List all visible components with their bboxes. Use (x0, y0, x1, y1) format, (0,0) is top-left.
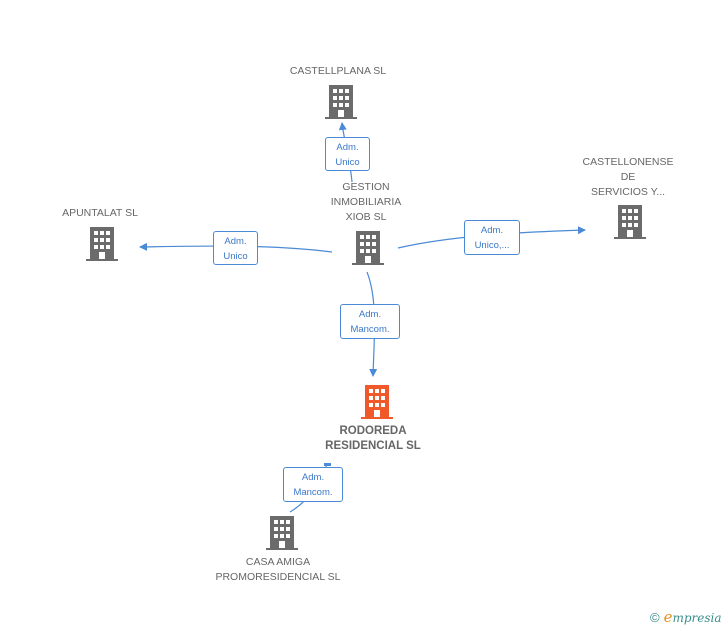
edge-label-castellplana[interactable]: Adm. Unico (325, 137, 370, 171)
building-icon[interactable] (325, 85, 357, 119)
building-icon[interactable] (614, 205, 646, 239)
edge-casa-to-rodoreda-head (324, 463, 331, 466)
brand-e: e (663, 608, 673, 626)
empresia-logo[interactable]: ©empresia (650, 608, 722, 626)
building-icon[interactable] (361, 385, 393, 419)
building-icon[interactable] (86, 227, 118, 261)
edge-label-rodoreda[interactable]: Adm. Mancom. (340, 304, 400, 339)
edge-label-castellonense[interactable]: Adm. Unico,... (464, 220, 520, 255)
brand-name: mpresia (672, 611, 722, 625)
building-icon[interactable] (352, 231, 384, 265)
copyright-symbol: © (650, 610, 660, 625)
node-label-castellplana[interactable]: CASTELLPLANA SL (289, 65, 387, 77)
node-label-casa-amiga[interactable]: CASA AMIGA PROMORESIDENCIAL SL (215, 556, 341, 583)
node-label-gestion[interactable]: GESTION INMOBILIARIA XIOB SL (330, 181, 402, 223)
node-label-apuntalat[interactable]: APUNTALAT SL (62, 207, 138, 219)
edge-label-apuntalat[interactable]: Adm. Unico (213, 231, 258, 265)
node-label-rodoreda[interactable]: RODOREDA RESIDENCIAL SL (325, 425, 421, 452)
edge-label-casa-amiga[interactable]: Adm. Mancom. (283, 467, 343, 502)
node-label-castellonense[interactable]: CASTELLONENSE DE SERVICIOS Y... (582, 156, 674, 198)
building-icon[interactable] (266, 516, 298, 550)
